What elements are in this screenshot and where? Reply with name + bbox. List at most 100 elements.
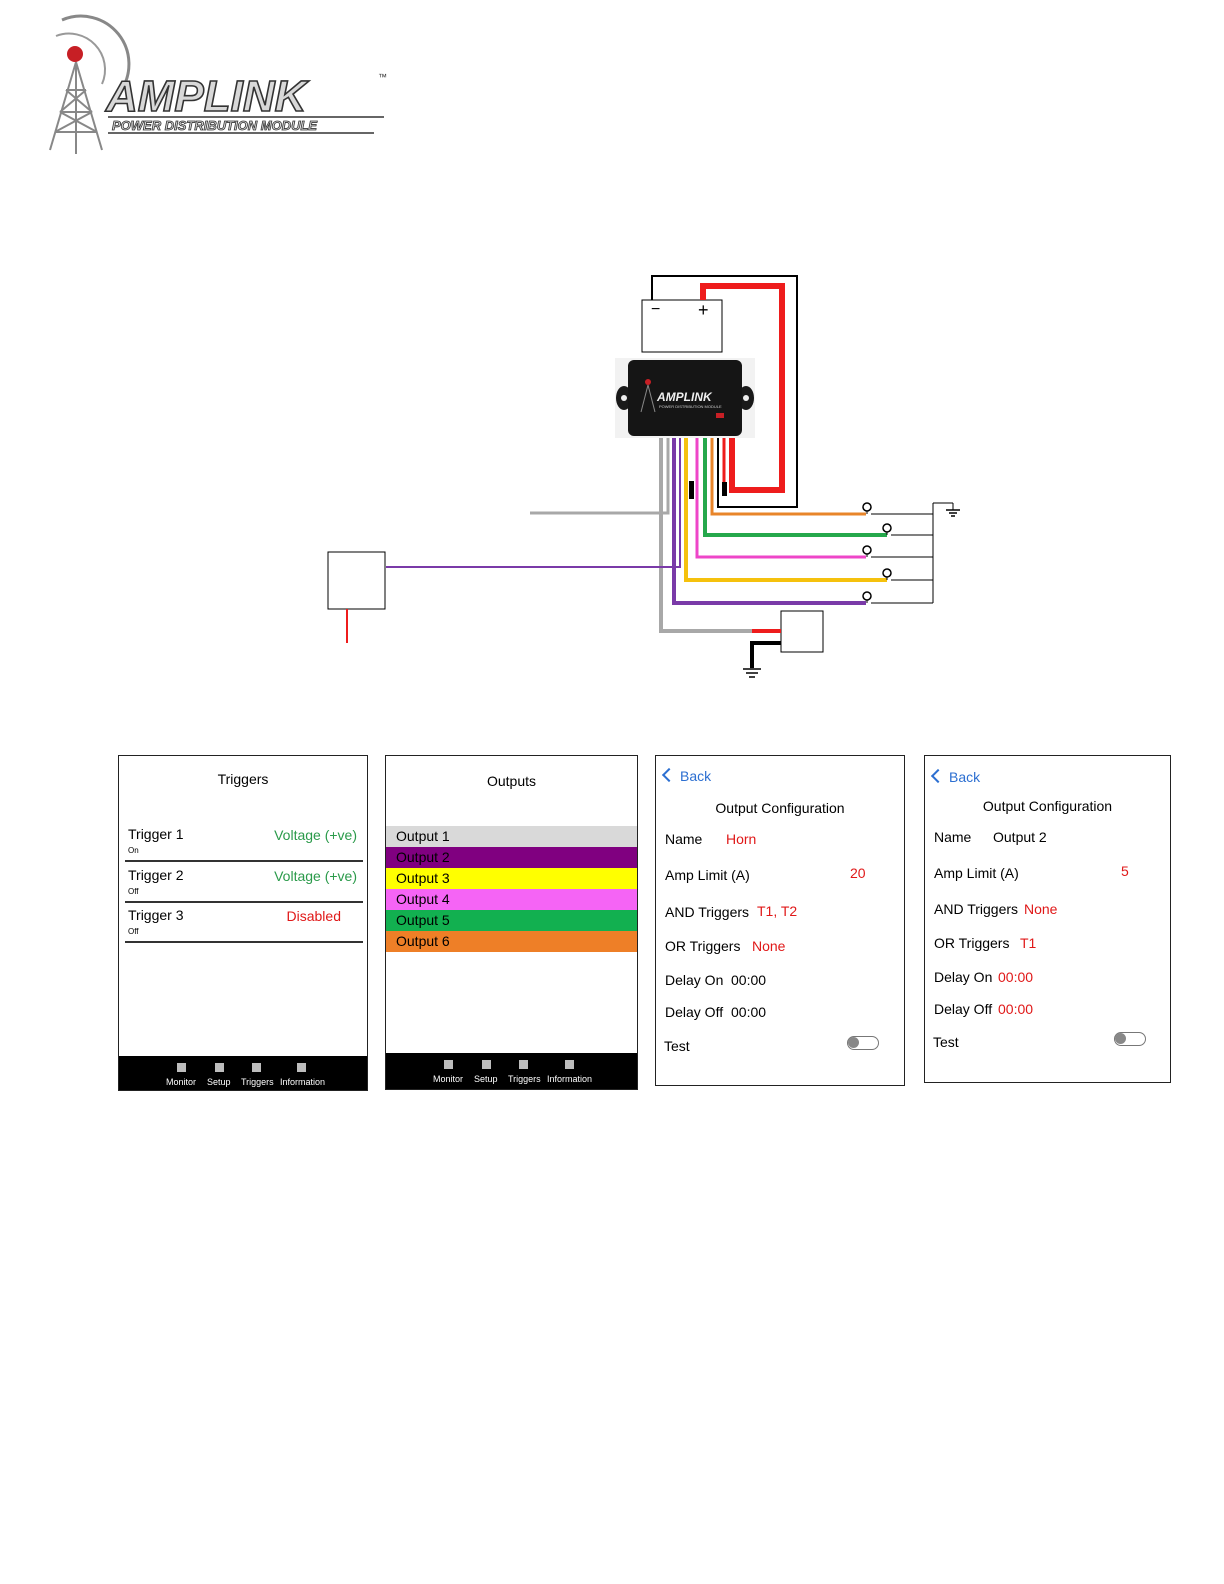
and-triggers-value[interactable]: T1, T2 [757,903,798,919]
trigger-type: Voltage (+ve) [274,868,357,884]
trigger-row-3[interactable]: Trigger 3 Off Disabled [125,901,363,943]
amplink-logo: AMPLINK ™ POWER DISTRIBUTION MODULE [49,14,387,154]
lamp-ground-symbol-icon [946,509,960,517]
config-title: Output Configuration [982,798,1113,814]
battery-ground-wire [651,275,798,508]
output-row-3[interactable]: Output 3 [386,868,637,889]
name-label: Name [665,831,703,847]
test-label: Test [933,1034,959,1050]
nav-triggers[interactable]: Triggers [241,1077,274,1087]
delay-on-label: Delay On [934,969,993,985]
triggers-title: Triggers [217,771,269,787]
trigger-name: Trigger 3 [128,907,184,923]
lamp-5-icon [862,591,872,601]
trigger-state: On [128,846,139,855]
amp-limit-value[interactable]: 5 [1121,863,1129,879]
amplink-module: AMPLINK POWER DISTRIBUTION MODULE [615,358,755,438]
trigger-3-wire [386,438,681,568]
and-triggers-value[interactable]: None [1024,901,1058,917]
name-value[interactable]: Output 2 [993,829,1047,845]
chevron-left-icon [930,768,946,784]
output-row-1[interactable]: Output 1 [386,826,637,847]
logo-brand: AMPLINK [105,72,310,121]
output-row-4[interactable]: Output 4 [386,889,637,910]
trigger-1-wire [530,438,670,515]
test-label: Test [664,1038,690,1054]
chevron-left-icon [661,767,677,783]
nav-information[interactable]: Information [547,1074,593,1084]
module-brand: AMPLINK [656,390,713,404]
trigger-switch-box [327,551,386,610]
logo-signal-arc-outer [61,14,131,93]
trigger-2-wire [659,438,780,633]
or-triggers-label: OR Triggers [934,935,1010,951]
information-tab-icon[interactable] [297,1063,306,1072]
monitor-tab-icon[interactable] [177,1063,186,1072]
outputs-screen: Outputs Output 1 Output 2 Output 3 Outpu… [385,755,638,1090]
nav-setup[interactable]: Setup [474,1074,498,1084]
triggers-tab-icon[interactable] [252,1063,261,1072]
output-config-screen-horn: Back Output Configuration Name Horn Amp … [655,755,905,1086]
output-4-wire [695,438,866,559]
and-triggers-label: AND Triggers [665,904,750,920]
or-triggers-label: OR Triggers [665,938,741,954]
monitor-tab-icon[interactable] [444,1060,453,1069]
output-row-6[interactable]: Output 6 [386,931,637,952]
trigger-type: Voltage (+ve) [274,827,357,843]
output-5-wire [703,438,887,537]
lamp-group [862,502,960,604]
battery: − + [641,299,723,353]
output-2-wire [672,438,866,605]
delay-off-value[interactable]: 00:00 [998,1001,1034,1017]
test-toggle[interactable] [847,1036,879,1050]
delay-off-value[interactable]: 00:00 [731,1004,767,1020]
logo-trademark: ™ [378,72,387,82]
nav-information[interactable]: Information [280,1077,326,1087]
relay-ground-symbol-icon [743,668,761,678]
setup-tab-icon[interactable] [215,1063,224,1072]
and-triggers-label: AND Triggers [934,901,1019,917]
delay-off-label: Delay Off [934,1001,993,1017]
nav-monitor[interactable]: Monitor [166,1077,197,1087]
logo-signal-arc-inner [55,32,107,85]
amp-limit-label: Amp Limit (A) [934,865,1019,881]
delay-on-value[interactable]: 00:00 [731,972,767,988]
nav-monitor[interactable]: Monitor [433,1074,464,1084]
nav-triggers[interactable]: Triggers [508,1074,541,1084]
bottom-nav: Monitor Setup Triggers Information [386,1053,637,1089]
back-button[interactable]: Back [930,768,980,785]
trigger-state: Off [128,887,139,896]
lamp-2-icon [882,523,892,533]
outputs-title: Outputs [486,773,537,789]
information-tab-icon[interactable] [565,1060,574,1069]
triggers-screen: Triggers Trigger 1 On Voltage (+ve) Trig… [118,755,368,1091]
triggers-tab-icon[interactable] [519,1060,528,1069]
amp-limit-label: Amp Limit (A) [665,867,750,883]
back-button[interactable]: Back [661,767,711,784]
lamp-1-icon [862,502,872,512]
output-config-screen-output-2: Back Output Configuration Name Output 2 … [924,755,1171,1083]
delay-off-label: Delay Off [665,1004,724,1020]
logo-tower-icon [49,61,103,154]
battery-positive-terminal: + [698,300,709,320]
delay-on-value[interactable]: 00:00 [998,969,1034,985]
trigger-row-2[interactable]: Trigger 2 Off Voltage (+ve) [125,861,363,903]
trigger-type: Disabled [286,908,341,924]
lamp-3-icon [862,545,872,555]
module-tower-icon [640,384,656,413]
amp-limit-value[interactable]: 20 [850,865,866,881]
name-value[interactable]: Horn [726,831,757,847]
test-toggle[interactable] [1114,1032,1146,1046]
or-triggers-value[interactable]: T1 [1020,935,1037,951]
nav-setup[interactable]: Setup [207,1077,231,1087]
delay-on-label: Delay On [665,972,724,988]
setup-tab-icon[interactable] [482,1060,491,1069]
trigger-row-1[interactable]: Trigger 1 On Voltage (+ve) [125,820,363,862]
or-triggers-value[interactable]: None [752,938,786,954]
battery-power-wire [700,283,785,493]
logo-subtitle: POWER DISTRIBUTION MODULE [112,118,317,133]
module-beacon-icon [645,379,651,385]
output-row-5[interactable]: Output 5 [386,910,637,931]
output-row-2[interactable]: Output 2 [386,847,637,868]
lamp-4-icon [882,568,892,578]
